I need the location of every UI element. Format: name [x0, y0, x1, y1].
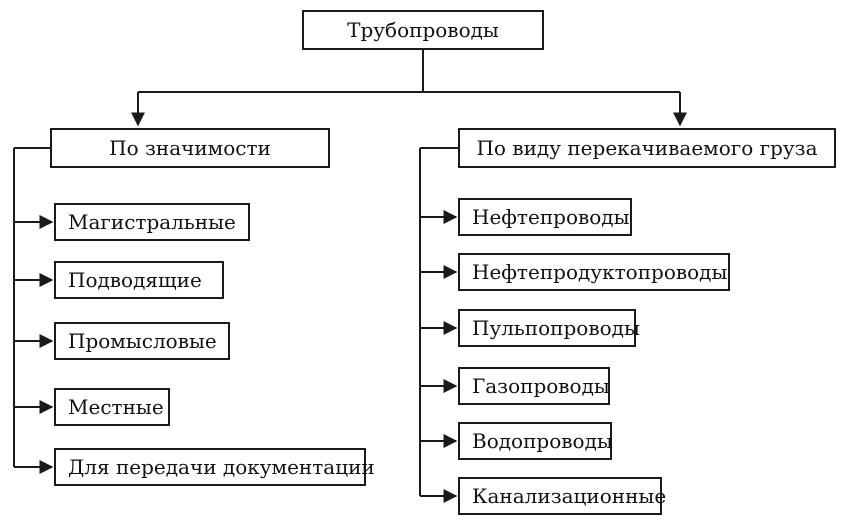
right-item-node: Нефтепроводы: [458, 198, 632, 236]
right-item-node: Пульпопроводы: [458, 309, 640, 347]
left-item-label: Подводящие: [68, 268, 202, 292]
left-item-node: Промысловые: [54, 322, 230, 360]
right-branch-node: По виду перекачиваемого груза: [458, 128, 836, 168]
right-item-node: Канализационные: [458, 477, 666, 515]
right-item-label: Канализационные: [472, 484, 667, 508]
root-node: Трубопроводы: [302, 10, 544, 50]
left-item-label: Местные: [68, 395, 164, 419]
right-item-label: Водопроводы: [472, 429, 613, 453]
left-item-node: Подводящие: [54, 261, 224, 299]
right-item-node: Водопроводы: [458, 422, 613, 460]
left-item-label: Для передачи документации: [68, 455, 375, 479]
left-branch-label: По значимости: [109, 136, 271, 160]
root-label: Трубопроводы: [347, 18, 499, 42]
right-item-label: Пульпопроводы: [472, 316, 640, 340]
right-item-label: Нефтепроводы: [472, 205, 630, 229]
right-item-node: Нефтепродуктопроводы: [458, 253, 730, 291]
right-item-node: Газопроводы: [458, 367, 610, 405]
right-item-label: Газопроводы: [472, 374, 610, 398]
left-item-label: Магистральные: [68, 210, 236, 234]
left-item-node: Местные: [54, 388, 170, 426]
left-item-node: Для передачи документации: [54, 448, 375, 486]
right-branch-label: По виду перекачиваемого груза: [476, 136, 818, 160]
left-branch-node: По значимости: [50, 128, 330, 168]
left-item-label: Промысловые: [68, 329, 217, 353]
right-item-label: Нефтепродуктопроводы: [472, 260, 728, 284]
left-item-node: Магистральные: [54, 203, 250, 241]
